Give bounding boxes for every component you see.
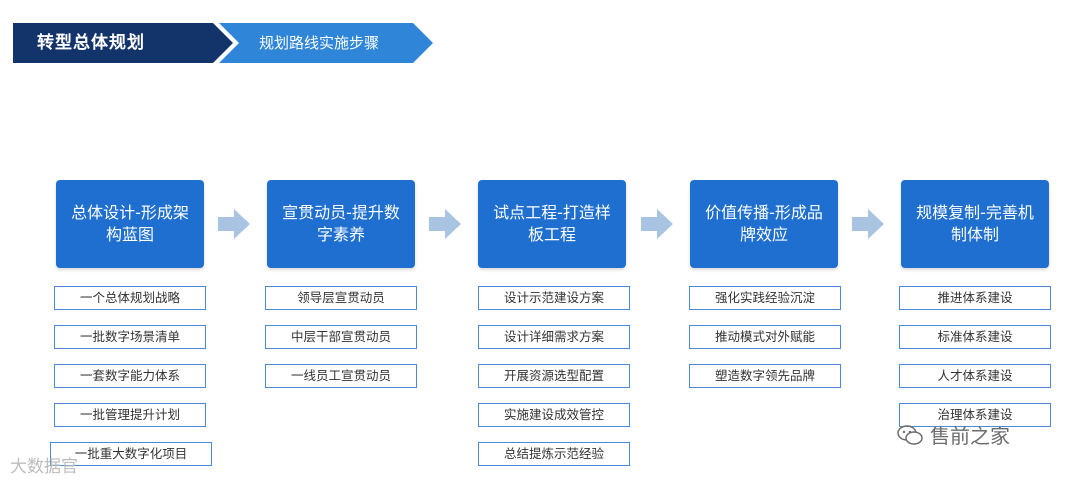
breadcrumb-dark-segment	[13, 23, 233, 63]
breadcrumb-shapes	[13, 23, 433, 63]
stage-1-item: 一批管理提升计划	[54, 403, 206, 427]
breadcrumb-light-segment	[219, 23, 433, 63]
stage-3-item: 总结提炼示范经验	[478, 442, 630, 466]
stage-1-item: 一个总体规划战略	[54, 286, 206, 310]
stage-1-item: 一批重大数字化项目	[50, 442, 212, 466]
stage-2-box: 宣贯动员-提升数字素养	[267, 180, 415, 268]
stage-1-item: 一套数字能力体系	[54, 364, 206, 388]
stage-4-item: 塑造数字领先品牌	[689, 364, 841, 388]
watermark-right: 售前之家	[896, 420, 1010, 449]
stage-2-item: 领导层宣贯动员	[265, 286, 417, 310]
page-title: 转型总体规划	[37, 33, 145, 53]
stage-2-item: 一线员工宣贯动员	[265, 364, 417, 388]
stage-4-item: 推动模式对外赋能	[689, 325, 841, 349]
stage-1-item: 一批数字场景清单	[54, 325, 206, 349]
right-arrow-icon	[218, 209, 250, 239]
right-arrow-icon	[641, 209, 673, 239]
watermark-left: 大数据官	[10, 457, 78, 477]
page-subtitle: 规划路线实施步骤	[259, 34, 380, 52]
stage-3-item: 设计详细需求方案	[478, 325, 630, 349]
stage-3-item: 实施建设成效管控	[478, 403, 630, 427]
watermark-right-text: 售前之家	[930, 424, 1010, 448]
stage-5-item: 推进体系建设	[899, 286, 1051, 310]
stage-3-box: 试点工程-打造样板工程	[478, 180, 626, 268]
stage-5-item: 标准体系建设	[899, 325, 1051, 349]
stage-5-item: 治理体系建设	[899, 403, 1051, 427]
right-arrow-icon	[852, 209, 884, 239]
stage-3-item: 设计示范建设方案	[478, 286, 630, 310]
right-arrow-icon	[429, 209, 461, 239]
header-breadcrumb: 转型总体规划 规划路线实施步骤	[13, 23, 443, 63]
wechat-icon	[897, 424, 923, 445]
stage-4-item: 强化实践经验沉淀	[689, 286, 841, 310]
stage-4-box: 价值传播-形成品牌效应	[690, 180, 838, 268]
stage-1-box: 总体设计-形成架构蓝图	[56, 180, 204, 268]
stage-5-item: 人才体系建设	[899, 364, 1051, 388]
stage-2-item: 中层干部宣贯动员	[265, 325, 417, 349]
stage-5-box: 规模复制-完善机制体制	[901, 180, 1049, 268]
stage-3-item: 开展资源选型配置	[478, 364, 630, 388]
